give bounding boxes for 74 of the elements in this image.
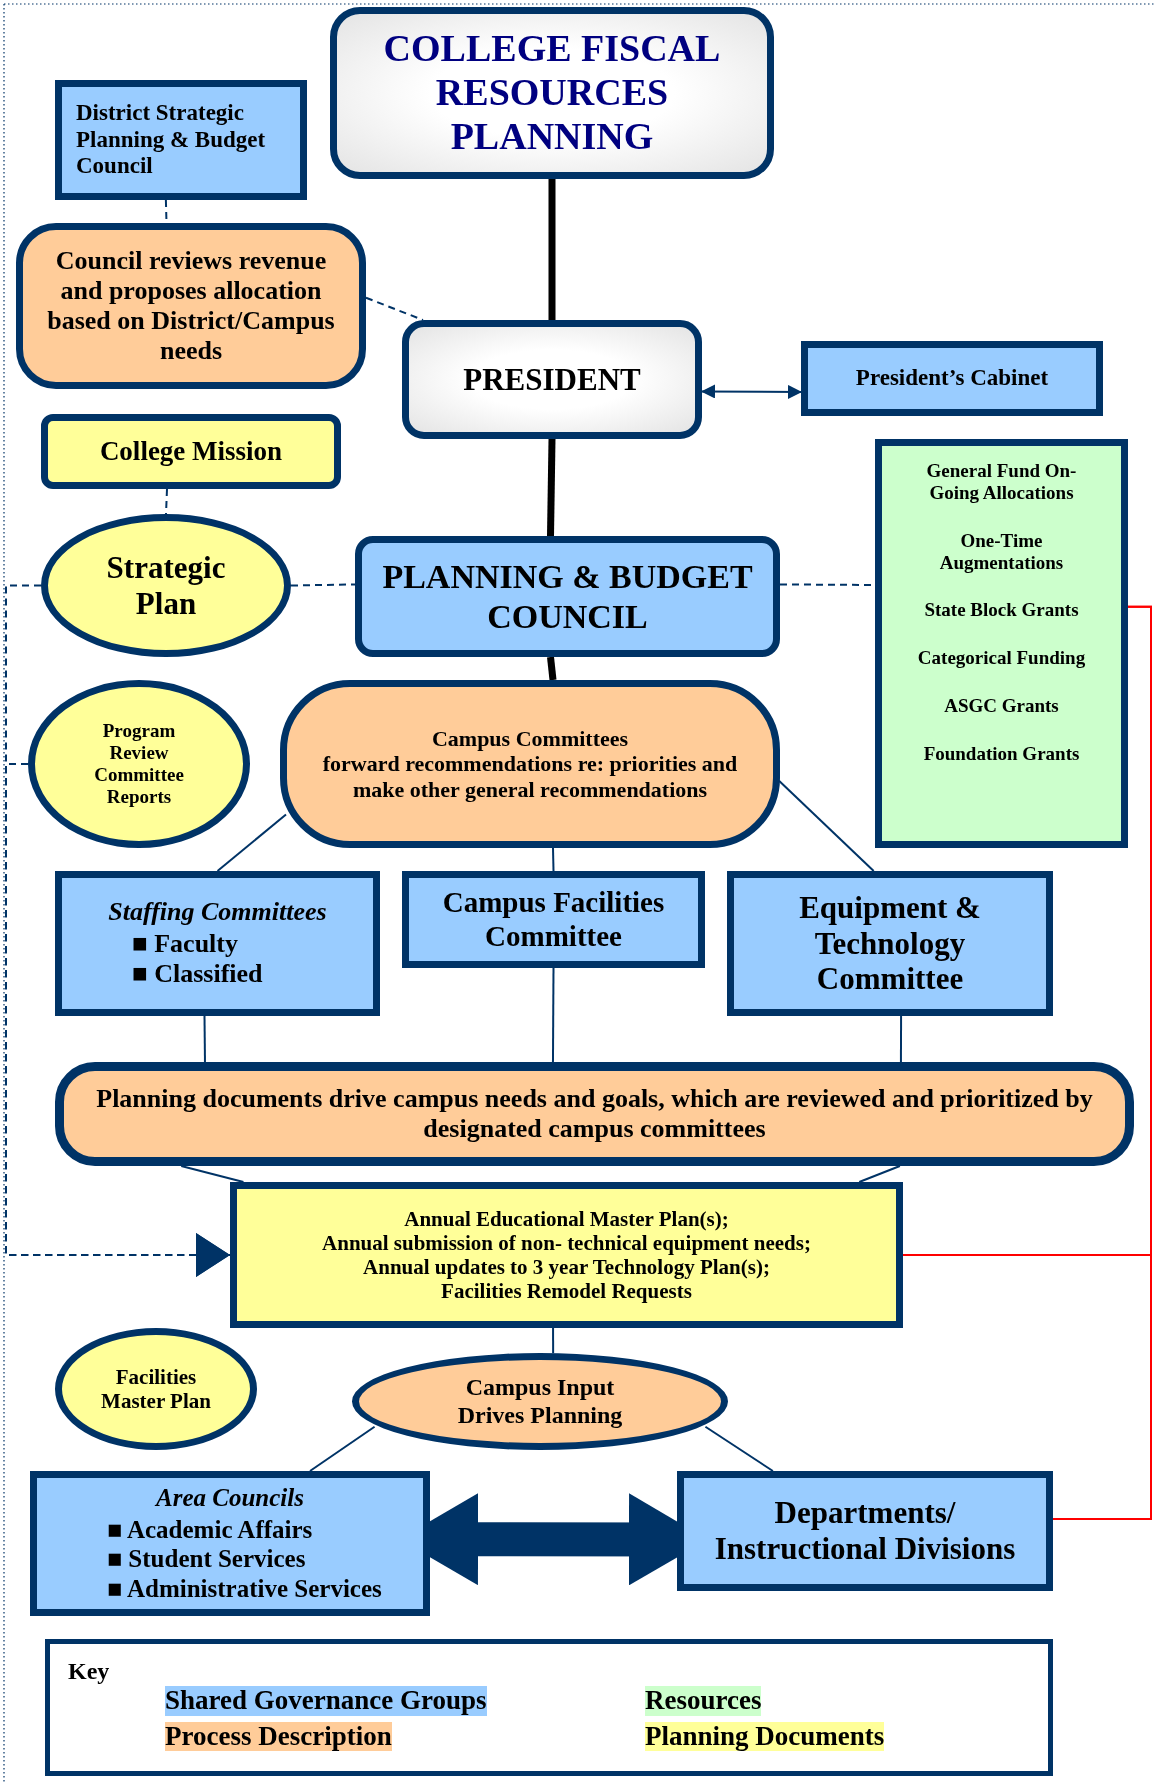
connector-line [203,1015,206,1063]
double-arrow [701,384,802,399]
bullet-item: ■ Administrative Services [107,1573,382,1604]
group-box [230,1182,903,1328]
node-text: Facilities Remodel Requests [441,1279,692,1304]
dashed-connector [290,583,356,587]
connector-line [704,1425,774,1472]
legend-entry: Planning Documents [645,1721,885,1752]
node-text: COLLEGE FISCAL RESOURCES PLANNING [382,27,722,159]
dashed-block-arrow [5,763,231,1277]
node-text: Planning documents drive campus needs and goals, which are reviewed and prioritized by designated campus committees [95,1084,1094,1144]
thick-connector [547,438,556,537]
process-box [41,414,341,489]
node-text: forward recommendations re: priorities and make other general recommendations [321,751,739,802]
list-heading: Area Councils [156,1483,304,1513]
legend-entry: Process Description [165,1721,392,1752]
group-box [402,871,705,968]
legend-entry: Shared Governance Groups [165,1686,487,1716]
dashed-connector [365,296,424,321]
node-text: College Mission [99,435,283,467]
legend-entry: Resources [645,1686,762,1716]
group-box [801,341,1103,416]
process-box [55,1062,1134,1166]
connector-line [552,1327,555,1355]
legend-title: Key [68,1658,110,1685]
connector-line [1052,605,1152,1520]
bullet-item: ■ Faculty [132,928,239,960]
node-text: Categorical Funding [917,647,1086,670]
connector-line [899,1015,903,1063]
connector-line [309,1425,376,1472]
node-text: Departments/ Instructional Divisions [713,1495,1017,1567]
node-text: District Strategic Planning & Budget Council [76,100,267,180]
node-text: General Fund On-Going Allocations [925,460,1078,504]
node-text: Foundation Grants [923,742,1080,765]
connector-line [180,1165,245,1183]
connector-line [216,813,287,872]
group-box [727,871,1053,1016]
group-box [55,80,307,200]
process-box [16,223,366,389]
process-box [355,536,780,657]
group-box [30,1471,430,1616]
node-text: Strategic Plan [105,549,227,622]
node-text: Campus Facilities Committee [441,886,666,953]
process-box [402,320,702,439]
node-text: Annual updates to 3 year Technology Plan(s); [363,1255,770,1280]
connector-line [551,967,555,1063]
connector-line [778,779,875,872]
node-text: Equipment & Technology Committee [798,890,982,997]
thick-connector [548,179,556,320]
node-text: PRESIDENT [463,361,641,398]
process-box [330,7,774,179]
node-text: Campus Input Drives Planning [456,1373,624,1430]
bullet-item: ■ Classified [132,959,263,991]
node-text: ASGC Grants [944,695,1059,717]
process-box [280,680,780,848]
node-text: Council reviews revenue and proposes allocation based on District/Campus needs [46,246,336,366]
group-box [875,439,1128,848]
node-text: State Block Grants [924,599,1079,622]
bullet-item: ■ Academic Affairs [107,1514,314,1545]
node-text: Campus Committees [431,726,629,752]
group-box [55,871,380,1016]
node-text: PLANNING & BUDGET COUNCIL [381,557,754,636]
node-text: Annual Educational Master Plan(s); [404,1206,729,1231]
connector-line [552,847,555,872]
node-text: President’s Cabinet [855,365,1049,392]
bullet-item: ■ Student Services [107,1544,307,1574]
node-text: One-Time Augmentations [938,529,1065,574]
node-text: Facilities Master Plan [100,1364,212,1414]
list-heading: Staffing Committees [108,896,327,927]
group-box [677,1471,1053,1591]
connector-line [858,1165,901,1183]
thick-connector [547,656,557,681]
node-text: Program Review Committee Reports [93,720,185,808]
node-text: Annual submission of non- technical equipment needs; [322,1230,811,1255]
